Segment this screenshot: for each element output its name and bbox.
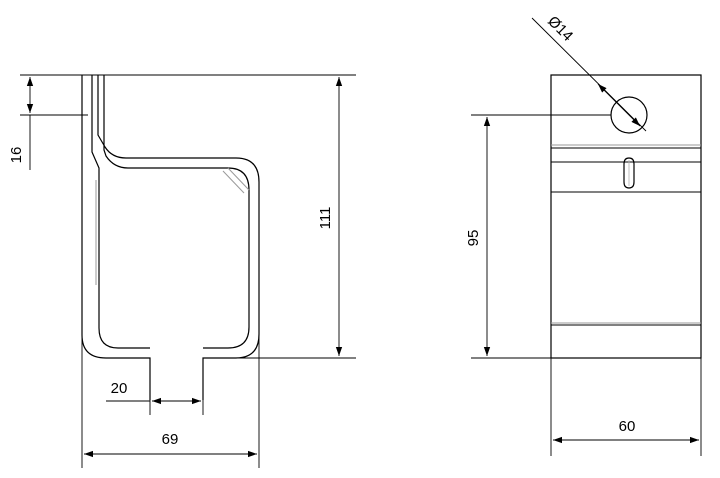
dim-label-95: 95	[465, 230, 482, 247]
dim-label-20: 20	[111, 380, 128, 397]
front-view: Ø14 95 60	[465, 13, 702, 456]
bracket-shade-line	[227, 167, 250, 191]
bracket-outer-profile-right	[97, 75, 260, 400]
dim-label-60: 60	[619, 418, 636, 435]
dim-label-diameter: Ø14	[544, 13, 576, 45]
dim-line-diameter	[597, 83, 641, 127]
dim-label-16: 16	[8, 147, 25, 164]
bracket-inner-profile-right	[103, 75, 250, 349]
slot	[623, 157, 635, 189]
dim-label-111: 111	[317, 207, 334, 230]
front-plate-outline	[550, 74, 702, 359]
bracket-inner-profile	[91, 75, 150, 349]
dim-label-69: 69	[162, 431, 179, 448]
side-view: 16 111 20 69	[8, 74, 356, 468]
bracket-shade-line	[222, 170, 245, 194]
